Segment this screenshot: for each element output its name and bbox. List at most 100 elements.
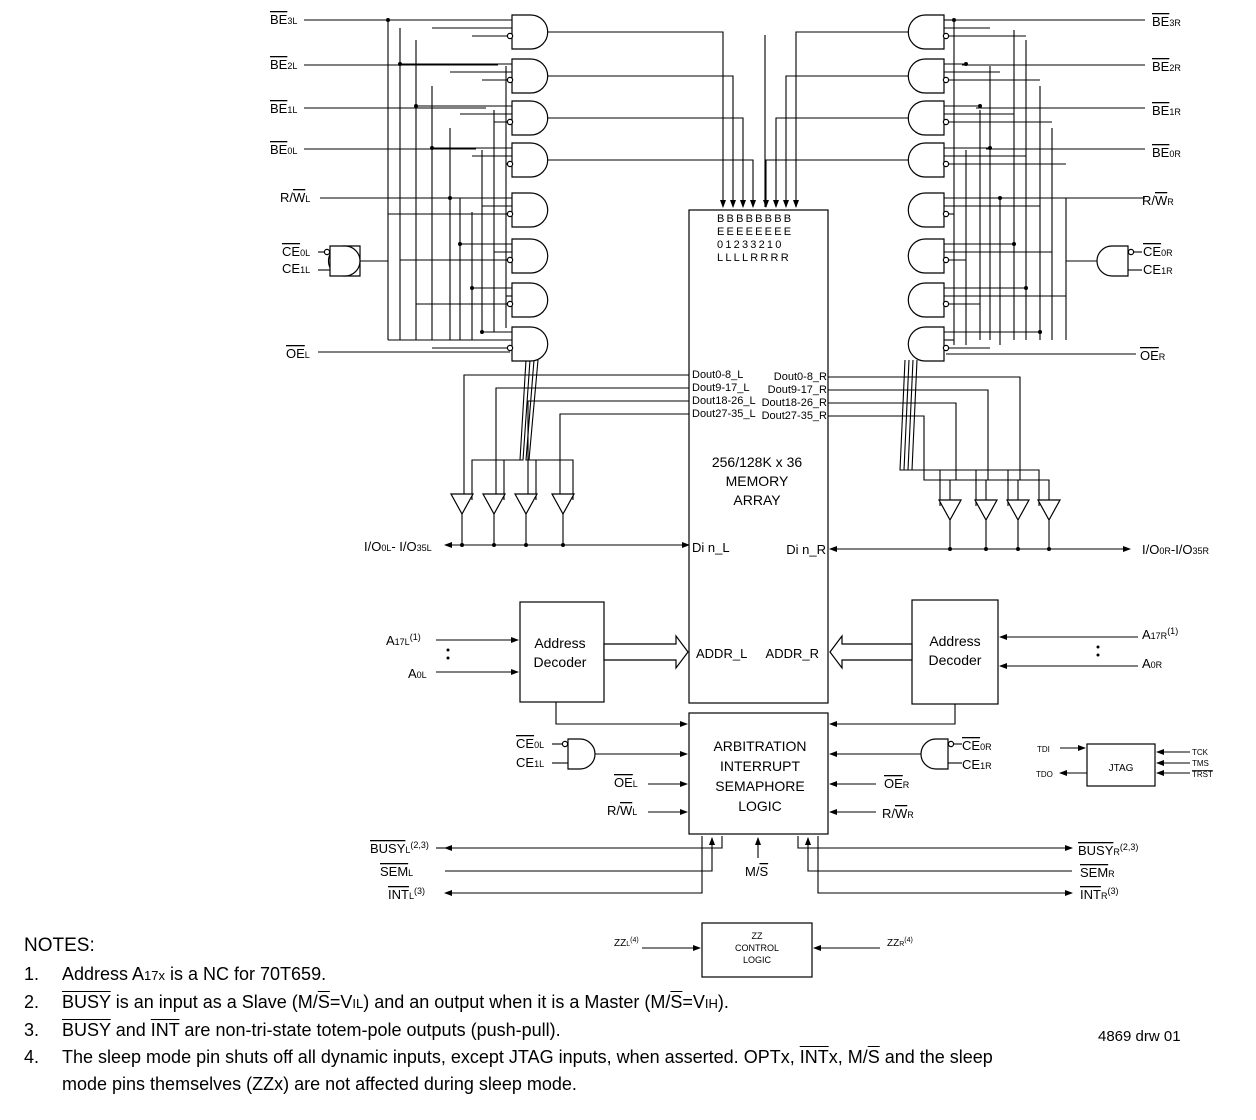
tms-label: TMS bbox=[1192, 759, 1209, 768]
left-buffer-0 bbox=[449, 493, 475, 516]
busy-left-wire bbox=[444, 836, 723, 851]
be0r-label: BE0R bbox=[1152, 145, 1181, 160]
note-4-s: S bbox=[867, 1047, 880, 1067]
note-3-number: 3. bbox=[24, 1020, 40, 1040]
right-decoder-line-0: Address bbox=[929, 633, 980, 649]
note-3-busy: BUSY bbox=[62, 1020, 111, 1040]
left-input-labels: BE3L BE2L BE1L BE0L R/WL CE0L CE1L OEL I… bbox=[270, 12, 432, 681]
junction-dot bbox=[1024, 286, 1028, 290]
a0l-label: A0L bbox=[408, 666, 427, 681]
right-and-gate-6 bbox=[907, 282, 945, 318]
junction-dot bbox=[430, 146, 434, 150]
right-buf-enable-2 bbox=[907, 359, 1009, 506]
inversion-bubble bbox=[942, 32, 950, 40]
a0r-label: A0R bbox=[1142, 656, 1163, 671]
arbitration-box bbox=[688, 712, 829, 835]
junction-dot bbox=[524, 543, 528, 547]
note-1: 1. Address A17x is a NC for 70T659. bbox=[24, 961, 1224, 989]
note-2-ih: IH bbox=[704, 996, 718, 1011]
left-decoder-to-arb bbox=[555, 702, 688, 727]
note-2-s: S bbox=[317, 992, 330, 1012]
left-decoder-line-0: Address bbox=[534, 635, 585, 651]
left-decoder-box bbox=[519, 601, 605, 703]
inversion-bubble bbox=[561, 740, 569, 748]
addr-right-label: ADDR_R bbox=[766, 646, 819, 661]
inversion-bubble bbox=[506, 300, 514, 308]
left-and-gate-4 bbox=[511, 192, 549, 228]
ce-left-and-gate bbox=[329, 245, 361, 277]
inversion-bubble bbox=[506, 160, 514, 168]
inversion-bubble bbox=[506, 210, 514, 218]
junction-dot bbox=[480, 330, 484, 334]
left-buffer-1 bbox=[481, 493, 507, 516]
zzr-text: ZZR(4) bbox=[887, 937, 913, 949]
note-4-text-b: x, M/ bbox=[828, 1047, 868, 1067]
junction-dot bbox=[978, 104, 982, 108]
inversion-bubble bbox=[942, 344, 950, 352]
int-left-label: INTL(3) bbox=[388, 886, 425, 902]
left-dout-to-buf-0 bbox=[463, 374, 689, 494]
right-decoder-line-1: Decoder bbox=[929, 652, 982, 668]
rwl-label: R/WL bbox=[280, 190, 310, 205]
junction-dot bbox=[398, 62, 402, 66]
inversion-bubble bbox=[1127, 248, 1135, 256]
be2r-label: BE2R bbox=[1152, 59, 1181, 74]
ellipsis-dot bbox=[1096, 653, 1100, 657]
left-dout-to-buf-2 bbox=[527, 400, 689, 494]
right-dout-to-buf-1 bbox=[828, 389, 989, 500]
be0l-label: BE0L bbox=[270, 142, 297, 157]
right-buf-enable-3 bbox=[911, 359, 1040, 506]
zzl-text: ZZL(4) bbox=[614, 937, 639, 949]
note-4-line2: mode pins themselves (ZZx) are not affec… bbox=[62, 1074, 577, 1094]
dout-left-2: Dout18-26_L bbox=[692, 395, 756, 407]
zz-box bbox=[701, 922, 813, 978]
note-1-sub: 17x bbox=[144, 968, 166, 983]
arb-ce-left-gate bbox=[567, 738, 596, 770]
tdo-label: TDO bbox=[1036, 770, 1053, 779]
junction-dot bbox=[492, 543, 496, 547]
mem-be-row-e: EEEEEEEE bbox=[717, 226, 793, 238]
junction-dot bbox=[1038, 330, 1042, 334]
arb-ce0l-label: CE0L bbox=[516, 736, 544, 751]
arb-ce1l-label: CE1L bbox=[516, 755, 544, 770]
io-right-label: I/O0R-I/O35R bbox=[1142, 542, 1210, 557]
arb-ce0r-label: CE0R bbox=[962, 738, 992, 753]
arb-ce1r-label: CE1R bbox=[962, 757, 992, 772]
mem-be-row-b: BBBBBBBB bbox=[717, 213, 793, 225]
memory-array-text: BBBBBBBB EEEEEEEE 01233210 LLLLRRRR Dout… bbox=[692, 213, 827, 661]
inversion-bubble bbox=[942, 256, 950, 264]
note-2: 2. BUSY is an input as a Slave (M/S=VIL)… bbox=[24, 989, 1224, 1017]
be2l-label: BE2L bbox=[270, 57, 297, 72]
ellipsis-dot bbox=[446, 656, 450, 660]
right-decoder-to-arb bbox=[829, 704, 956, 727]
memory-array-box bbox=[688, 209, 829, 704]
note-3-int: INT bbox=[150, 1020, 180, 1040]
be-right-to-mem-3 bbox=[763, 159, 920, 208]
right-and-gate-4 bbox=[907, 192, 945, 228]
inversion-bubble bbox=[947, 740, 955, 748]
left-and-gate-3 bbox=[511, 142, 549, 178]
be3l-label: BE3L bbox=[270, 12, 297, 27]
ms-label: M/S bbox=[745, 864, 768, 879]
mem-be-row-num: 01233210 bbox=[717, 239, 784, 251]
right-and-gate-7 bbox=[907, 326, 945, 362]
arb-line-2: SEMAPHORE bbox=[715, 778, 804, 794]
tck-label: TCK bbox=[1192, 748, 1209, 757]
note-1-text-a: Address A bbox=[62, 964, 145, 984]
sem-right-wire bbox=[805, 837, 1072, 872]
arb-rwr-label: R/WR bbox=[882, 806, 914, 821]
decoder-text: Address Decoder Address Decoder bbox=[534, 633, 982, 670]
dout-left-0: Dout0-8_L bbox=[692, 369, 743, 381]
left-and-gate-7 bbox=[511, 326, 549, 362]
int-right-wire bbox=[817, 836, 1073, 896]
right-and-gate-1 bbox=[907, 58, 945, 94]
note-3-and: and bbox=[110, 1020, 151, 1040]
zz-box-line-2: LOGIC bbox=[743, 955, 772, 965]
inversion-bubble bbox=[506, 118, 514, 126]
left-buffer-3 bbox=[550, 493, 576, 516]
note-2-il: IL bbox=[352, 996, 364, 1011]
trst-label: TRST bbox=[1192, 770, 1213, 779]
left-and-gate-0 bbox=[511, 14, 549, 50]
sem-right-label: SEMR bbox=[1080, 865, 1115, 880]
dout-left-3: Dout27-35_L bbox=[692, 408, 756, 420]
